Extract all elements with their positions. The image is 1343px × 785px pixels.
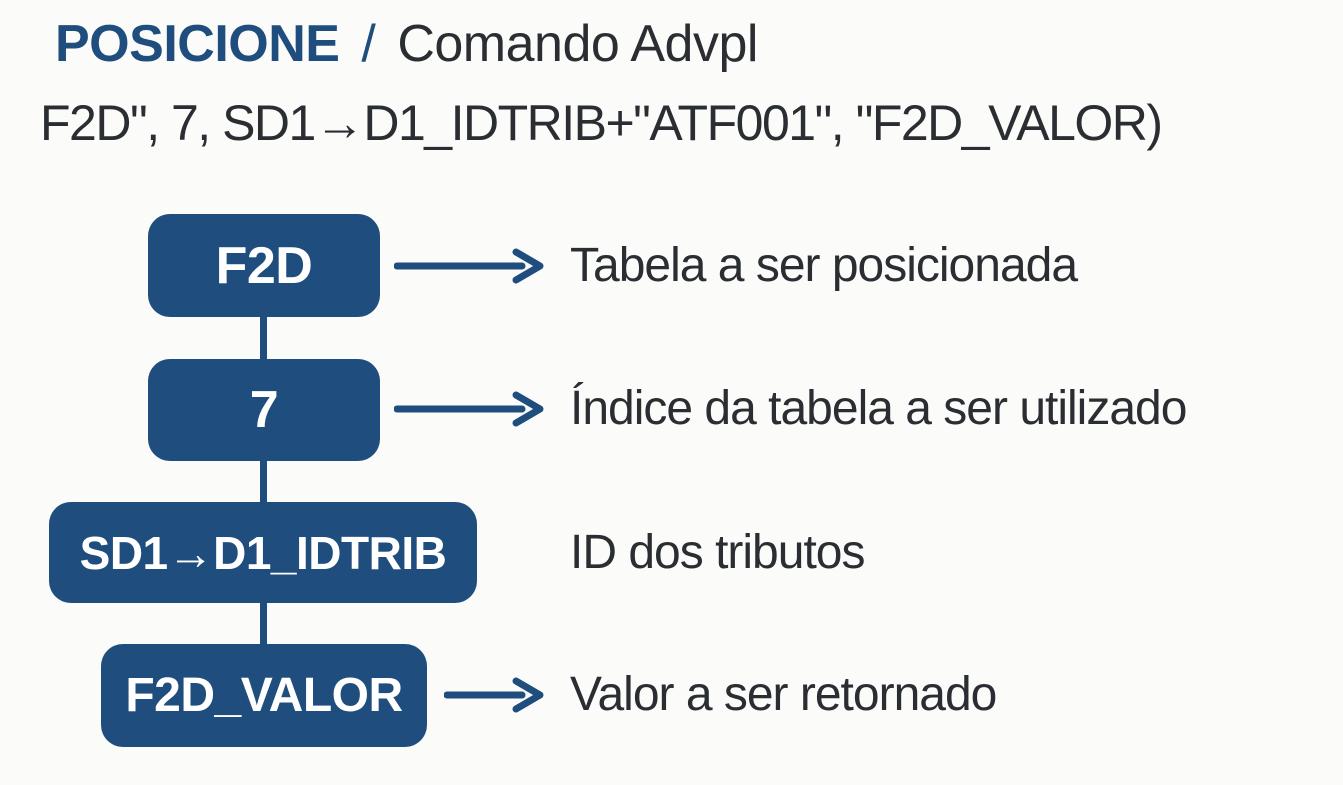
diagram-box-label: F2D <box>215 236 313 295</box>
diagram-box-table: F2D <box>148 214 380 317</box>
arrow-right-icon <box>444 677 544 713</box>
title-separator: / <box>361 15 376 73</box>
title-subtitle: Comando Advpl <box>397 15 758 73</box>
title-keyword: POSICIONE <box>55 15 340 73</box>
diagram-box-key: SD1→D1_IDTRIB <box>49 502 477 603</box>
diagram-label-return-field: Valor a ser retornado <box>570 668 997 721</box>
diagram-label-index: Índice da tabela a ser utilizado <box>570 382 1187 435</box>
diagram-box-index: 7 <box>148 359 380 461</box>
page-title: POSICIONE / Comando Advpl <box>55 18 758 70</box>
diagram-label-table: Tabela a ser posicionada <box>570 239 1078 292</box>
diagram-box-label: 7 <box>249 381 279 439</box>
arrow-right-icon <box>394 248 544 284</box>
vertical-connector-line <box>260 266 267 696</box>
arrow-right-icon <box>394 391 544 427</box>
diagram-box-label: SD1→D1_IDTRIB <box>79 526 447 579</box>
diagram-box-label: F2D_VALOR <box>125 669 403 722</box>
diagram-box-return-field: F2D_VALOR <box>101 644 427 747</box>
diagram-label-key: ID dos tributos <box>570 526 865 579</box>
advpl-code-line: F2D", 7, SD1→D1_IDTRIB+"ATF001", "F2D_VA… <box>40 95 1163 151</box>
